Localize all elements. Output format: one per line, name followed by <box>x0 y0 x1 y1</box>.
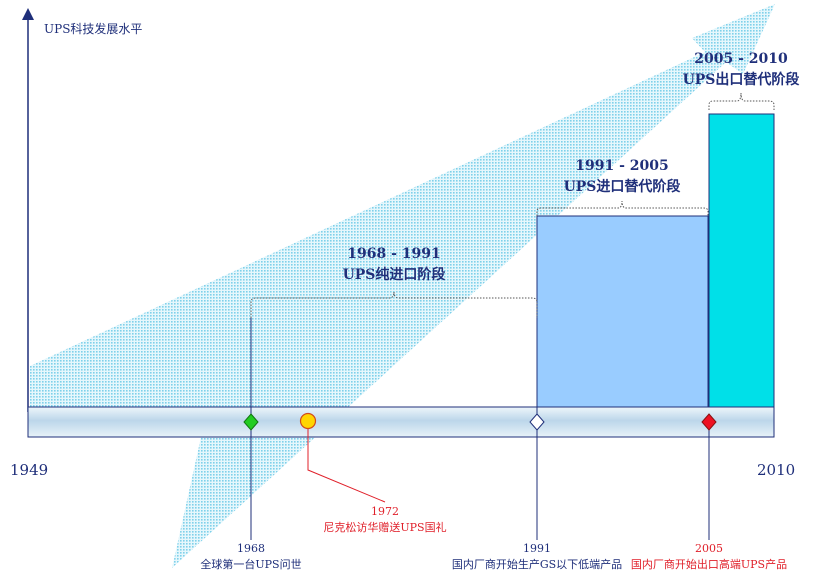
timeline-bar <box>27 406 775 438</box>
milestone-1972-year: 1972 <box>371 505 399 518</box>
phase-1-name: UPS纯进口阶段 <box>343 266 446 283</box>
phase-3-period: 2005 - 2010 <box>694 51 788 67</box>
phase-2-bar <box>536 215 709 408</box>
year-start-label: 1949 <box>10 461 48 479</box>
milestone-1968-text: 全球第一台UPS问世 <box>200 557 301 571</box>
phase-2-brace <box>536 200 709 216</box>
white-diamond-marker <box>529 413 545 431</box>
milestone-1972-text: 尼克松访华赠送UPS国礼 <box>323 520 446 534</box>
phase-1-period: 1968 - 1991 <box>347 246 441 262</box>
milestone-2005-year: 2005 <box>695 542 723 555</box>
phase-3-brace <box>708 92 775 110</box>
milestone-1991-year: 1991 <box>523 542 551 555</box>
phase-3-name: UPS出口替代阶段 <box>683 71 800 88</box>
milestone-2005-text: 国内厂商开始出口高端UPS产品 <box>631 557 787 571</box>
milestone-1991-text: 国内厂商开始生产GS以下低端产品 <box>452 557 622 571</box>
year-end-label: 2010 <box>757 461 795 479</box>
phase-3-bar <box>708 113 775 408</box>
phase-2-name: UPS进口替代阶段 <box>564 178 681 195</box>
phase-2-period: 1991 - 2005 <box>575 158 669 174</box>
milestone-1972-line <box>307 428 386 503</box>
y-axis-label: UPS科技发展水平 <box>44 21 142 36</box>
green-diamond-marker <box>243 413 259 431</box>
yellow-circle-marker <box>299 412 317 430</box>
red-diamond-marker <box>701 413 717 431</box>
phase-1-brace <box>250 291 538 318</box>
milestone-1968-year: 1968 <box>237 542 265 555</box>
